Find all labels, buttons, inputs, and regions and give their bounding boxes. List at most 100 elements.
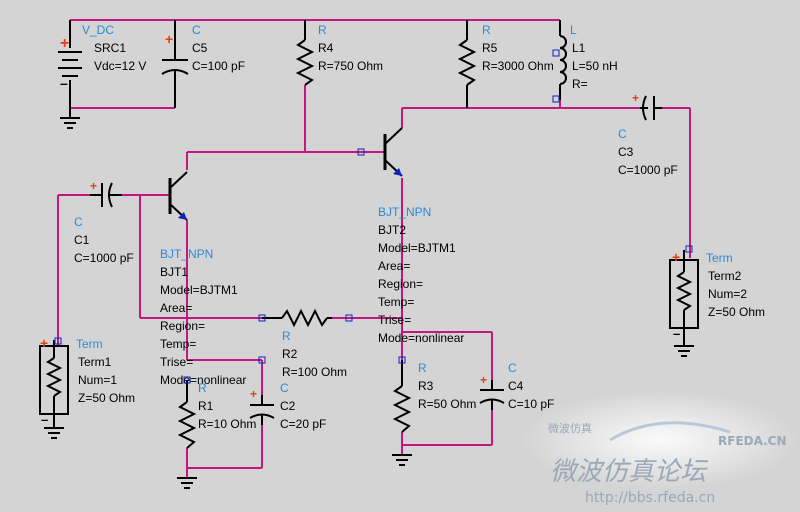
watermark-small: 微波仿真 [548, 421, 592, 435]
c4-label-0: C4 [508, 379, 524, 393]
c5-label-1: C=100 pF [192, 59, 245, 73]
ground-icon [177, 477, 197, 489]
c3-label-0: C3 [618, 145, 634, 159]
r1-label-0: R1 [198, 399, 214, 413]
bjt2-label-6: Mode=nonlinear [378, 331, 464, 345]
r5-type-label: R [482, 23, 491, 37]
l1-type-label: L [570, 23, 577, 37]
bjt1-label-6: Mode=nonlinear [160, 373, 246, 387]
watermark-url: http://bbs.rfeda.cn [585, 490, 715, 506]
c4-type-label: C [508, 361, 517, 375]
capacitor-c5[interactable]: + C C5 C=100 pF [161, 20, 245, 108]
r3-label-0: R3 [418, 379, 434, 393]
bjt2-label-3: Region= [378, 277, 423, 291]
term2-label-1: Num=2 [708, 287, 747, 301]
plus-marker-icon: + [672, 249, 680, 265]
plus-marker-icon: + [632, 91, 639, 105]
capacitor-c2[interactable]: + C C2 C=20 pF [249, 356, 326, 431]
bjt1-label-0: BJT1 [160, 265, 188, 279]
resistor-r3[interactable]: R R3 R=50 Ohm [392, 356, 476, 466]
ground-icon [392, 454, 412, 466]
watermark: 微波仿真 RFEDA.CN 微波仿真论坛 http://bbs.rfeda.cn [520, 390, 800, 506]
vdc-label-0: SRC1 [94, 41, 126, 55]
r2-type-label: R [282, 329, 291, 343]
transistor-bjt2[interactable]: BJT_NPN BJT2 Model=BJTM1 Area= Region= T… [357, 127, 464, 345]
capacitor-c3[interactable]: + C C3 C=1000 pF [560, 91, 678, 177]
bjt2-label-2: Area= [378, 259, 410, 273]
plus-marker-icon: + [60, 35, 69, 52]
c1-label-1: C=1000 pF [74, 251, 134, 265]
bjt1-label-1: Model=BJTM1 [160, 283, 238, 297]
watermark-chinese: 微波仿真论坛 [550, 457, 709, 487]
svg-text:–: – [60, 75, 68, 91]
bjt1-type-label: BJT_NPN [160, 247, 213, 261]
ground-icon [44, 427, 64, 439]
c1-label-0: C1 [74, 233, 90, 247]
vdc-source[interactable]: + – V_DC SRC1 Vdc=12 V [58, 20, 146, 129]
c5-type-label: C [192, 23, 201, 37]
vdc-type-label: V_DC [82, 23, 114, 37]
term1-type-label: Term [76, 337, 103, 351]
c4-label-1: C=10 pF [508, 397, 554, 411]
r4-type-label: R [318, 23, 327, 37]
port-term2[interactable]: + – Term Term2 Num=2 Z=50 Ohm [669, 245, 765, 357]
vdc-label-1: Vdc=12 V [94, 59, 146, 73]
inductor-l1[interactable]: L L1 L=50 nH R= [552, 20, 618, 103]
term1-label-0: Term1 [78, 355, 112, 369]
svg-text:–: – [41, 412, 48, 427]
c3-type-label: C [618, 127, 627, 141]
c3-label-1: C=1000 pF [618, 163, 678, 177]
r3-label-1: R=50 Ohm [418, 397, 476, 411]
r5-label-0: R5 [482, 41, 498, 55]
r2-label-0: R2 [282, 347, 298, 361]
r1-type-label: R [198, 381, 207, 395]
l1-label-1: L=50 nH [572, 59, 618, 73]
resistor-r5[interactable]: R R5 R=3000 Ohm [457, 20, 554, 108]
svg-text:–: – [673, 326, 680, 341]
bjt2-label-1: Model=BJTM1 [378, 241, 456, 255]
term1-label-1: Num=1 [78, 373, 117, 387]
term2-label-0: Term2 [708, 269, 742, 283]
plus-marker-icon: + [40, 335, 48, 351]
ground-icon [60, 117, 80, 129]
term1-label-2: Z=50 Ohm [78, 391, 135, 405]
c2-label-0: C2 [280, 399, 296, 413]
r2-label-1: R=100 Ohm [282, 365, 347, 379]
plus-marker-icon: + [165, 31, 173, 47]
capacitor-c4[interactable]: + C C4 C=10 pF [479, 361, 554, 411]
l1-label-0: L1 [572, 41, 586, 55]
resistor-r1[interactable]: R R1 R=10 Ohm [177, 376, 256, 489]
term2-type-label: Term [706, 251, 733, 265]
bjt2-type-label: BJT_NPN [378, 205, 431, 219]
r5-label-1: R=3000 Ohm [482, 59, 554, 73]
ground-icon [674, 340, 694, 357]
bjt1-label-2: Area= [160, 301, 192, 315]
bjt2-label-5: Trise= [378, 313, 411, 327]
resistor-r4[interactable]: R R4 R=750 Ohm [295, 20, 383, 86]
bjt1-label-4: Temp= [160, 337, 196, 351]
bjt1-label-5: Trise= [160, 355, 193, 369]
capacitor-c1[interactable]: + C C1 C=1000 pF [74, 179, 134, 265]
r4-label-0: R4 [318, 41, 334, 55]
bjt2-label-4: Temp= [378, 295, 414, 309]
bjt2-label-0: BJT2 [378, 223, 406, 237]
c5-label-0: C5 [192, 41, 208, 55]
r3-type-label: R [418, 361, 427, 375]
plus-marker-icon: + [480, 373, 487, 387]
bjt1-label-3: Region= [160, 319, 205, 333]
port-term1[interactable]: + – Term Term1 Num=1 Z=50 Ohm [39, 335, 135, 439]
wires [57, 19, 691, 478]
watermark-brand: RFEDA.CN [718, 434, 787, 448]
transistor-bjt1[interactable]: BJT_NPN BJT1 Model=BJTM1 Area= Region= T… [160, 171, 246, 387]
c2-type-label: C [280, 381, 289, 395]
c1-type-label: C [74, 215, 83, 229]
r1-label-1: R=10 Ohm [198, 417, 256, 431]
term2-label-2: Z=50 Ohm [708, 305, 765, 319]
plus-marker-icon: + [250, 387, 257, 401]
r4-label-1: R=750 Ohm [318, 59, 383, 73]
resistor-r2[interactable]: R R2 R=100 Ohm [258, 308, 353, 379]
l1-label-2: R= [572, 77, 588, 91]
c2-label-1: C=20 pF [280, 417, 326, 431]
plus-marker-icon: + [90, 179, 97, 193]
